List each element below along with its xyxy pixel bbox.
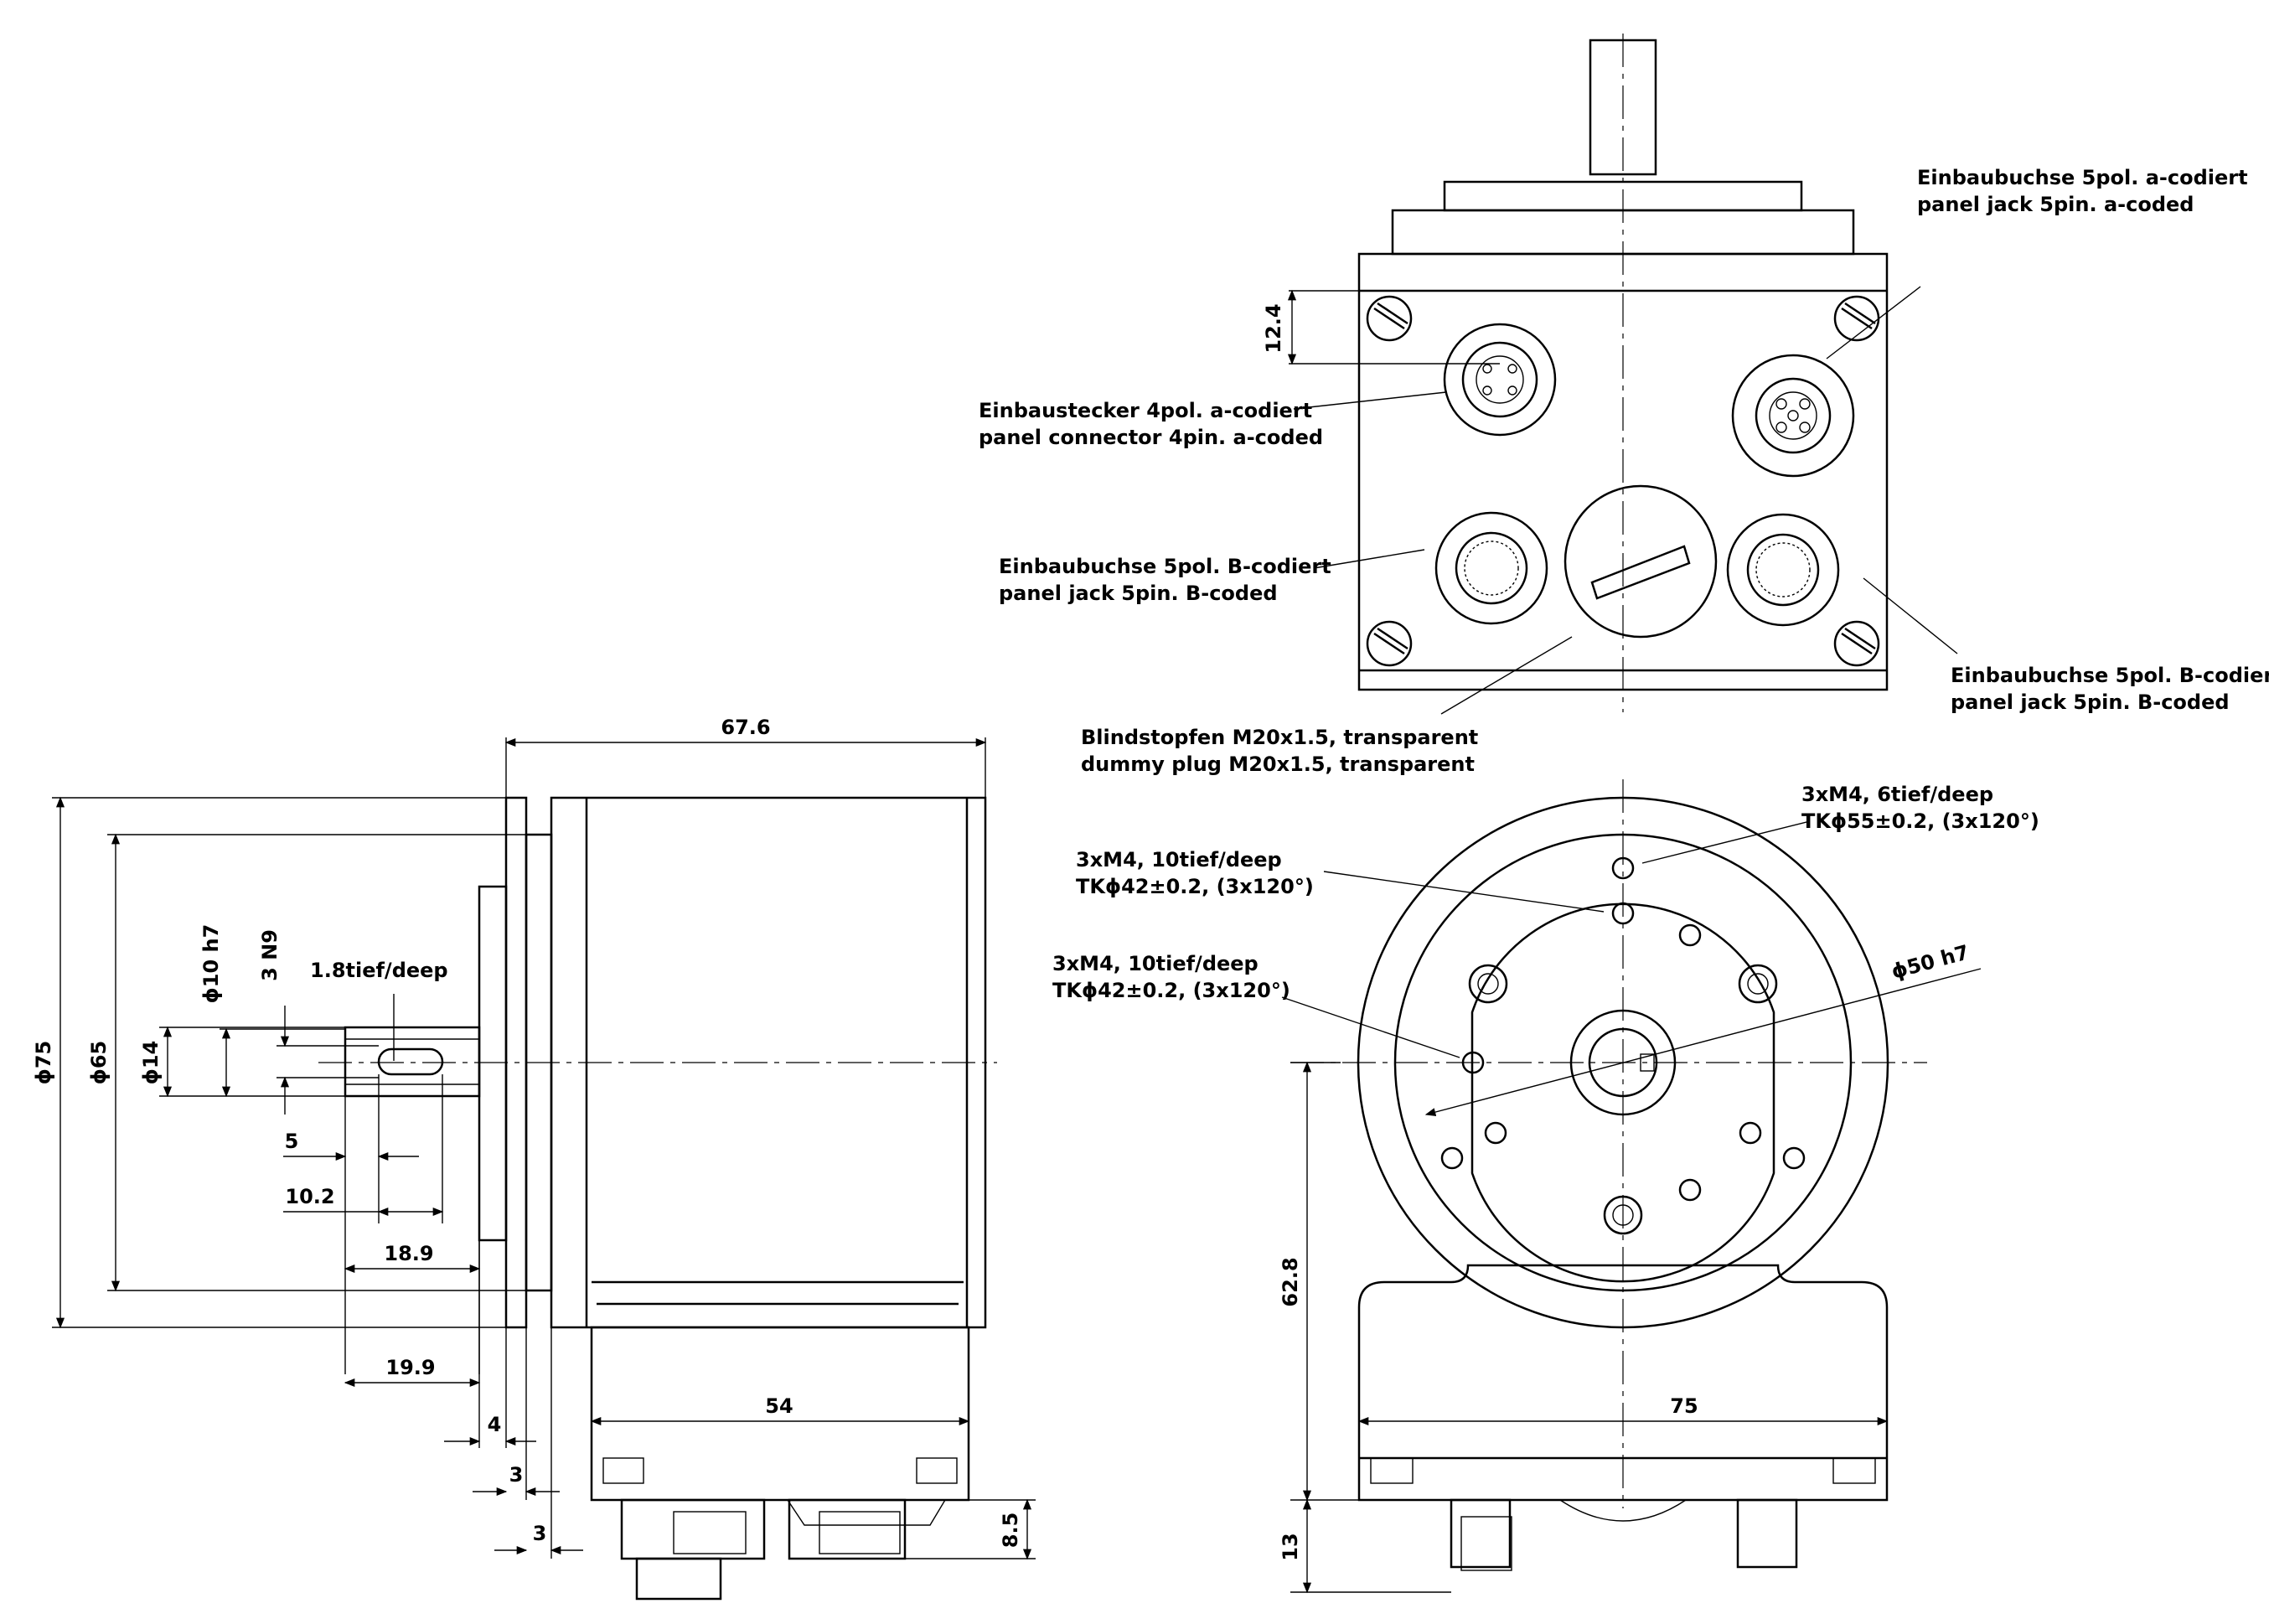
flange-inner-contour [1470,903,1775,1283]
label-m4-6deep-1: 3xM4, 6tief/deep [1801,783,1993,806]
dim-5: 5 [285,1130,299,1153]
label-connector-4pin-de: Einbaustecker 4pol. a-codiert [979,399,1312,422]
dim-3b: 3 [533,1522,547,1545]
label-m4-10deep-a2: TKϕ42±0.2, (3x120°) [1076,875,1314,898]
panel-connector-4pin [1443,323,1557,437]
dummy-plug [1563,484,1718,639]
label-jack-b-left-en: panel jack 5pin. B-coded [999,582,1278,605]
dim-3a: 3 [509,1463,524,1487]
dim-phi50h7: ϕ50 h7 [1889,940,1972,984]
dim-3n9: 3 N9 [258,929,282,981]
front-housing [1357,1264,1889,1502]
label-key-depth: 1.8tief/deep [310,959,448,982]
dim-67-6: 67.6 [721,716,770,739]
label-jack-b-right-de: Einbaubuchse 5pol. B-codiert [1951,664,2269,687]
dim-8-5: 8.5 [999,1513,1022,1549]
dim-4: 4 [488,1413,502,1436]
screw-icon [1833,620,1880,667]
dim-18-9: 18.9 [384,1242,433,1265]
dim-75: 75 [1670,1394,1698,1418]
dim-phi75: ϕ75 [32,1041,55,1085]
dim-13: 13 [1279,1533,1302,1560]
screw-icon [1366,295,1413,342]
label-jack-b-left-de: Einbaubuchse 5pol. B-codiert [999,555,1331,578]
label-jack-b-right-en: panel jack 5pin. B-coded [1951,690,2230,714]
label-plug-en: dummy plug M20x1.5, transparent [1081,753,1475,776]
label-m4-10deep-a1: 3xM4, 10tief/deep [1076,848,1282,871]
label-plug-de: Blindstopfen M20x1.5, transparent [1081,726,1478,749]
dim-10-2: 10.2 [285,1185,334,1208]
top-view: 12.4 Einbaustecker 4pol. a-codiert panel… [979,34,2269,776]
panel-jack-5pin-a [1731,354,1855,478]
screw-icon [1833,295,1880,342]
screw-icon [1366,620,1413,667]
label-jack-a-en: panel jack 5pin. a-coded [1917,193,2194,216]
dim-phi14: ϕ14 [139,1041,163,1085]
panel-jack-5pin-b-left [1434,511,1548,625]
dim-62-8: 62.8 [1279,1257,1302,1306]
panel-jack-5pin-b-right [1726,513,1840,627]
label-m4-10deep-b2: TKϕ42±0.2, (3x120°) [1052,979,1290,1002]
front-view: ϕ50 h7 3xM4, 6tief/deep TKϕ55±0.2, (3x12… [1052,779,2039,1594]
dim-19-9: 19.9 [385,1356,435,1379]
key-slot [377,1047,444,1076]
dim-12-4: 12.4 [1262,303,1285,353]
dim-phi10h7: ϕ10 h7 [199,924,223,1004]
label-m4-6deep-2: TKϕ55±0.2, (3x120°) [1801,809,2039,833]
label-connector-4pin-en: panel connector 4pin. a-coded [979,426,1323,449]
side-view: 67.6 ϕ75 ϕ65 ϕ14 ϕ10 h7 3 N9 1.8tief/dee… [32,716,1036,1601]
dim-54: 54 [765,1394,793,1418]
label-jack-a-de: Einbaubuchse 5pol. a-codiert [1917,166,2248,189]
dim-phi65: ϕ65 [87,1041,111,1085]
label-m4-10deep-b1: 3xM4, 10tief/deep [1052,952,1259,975]
